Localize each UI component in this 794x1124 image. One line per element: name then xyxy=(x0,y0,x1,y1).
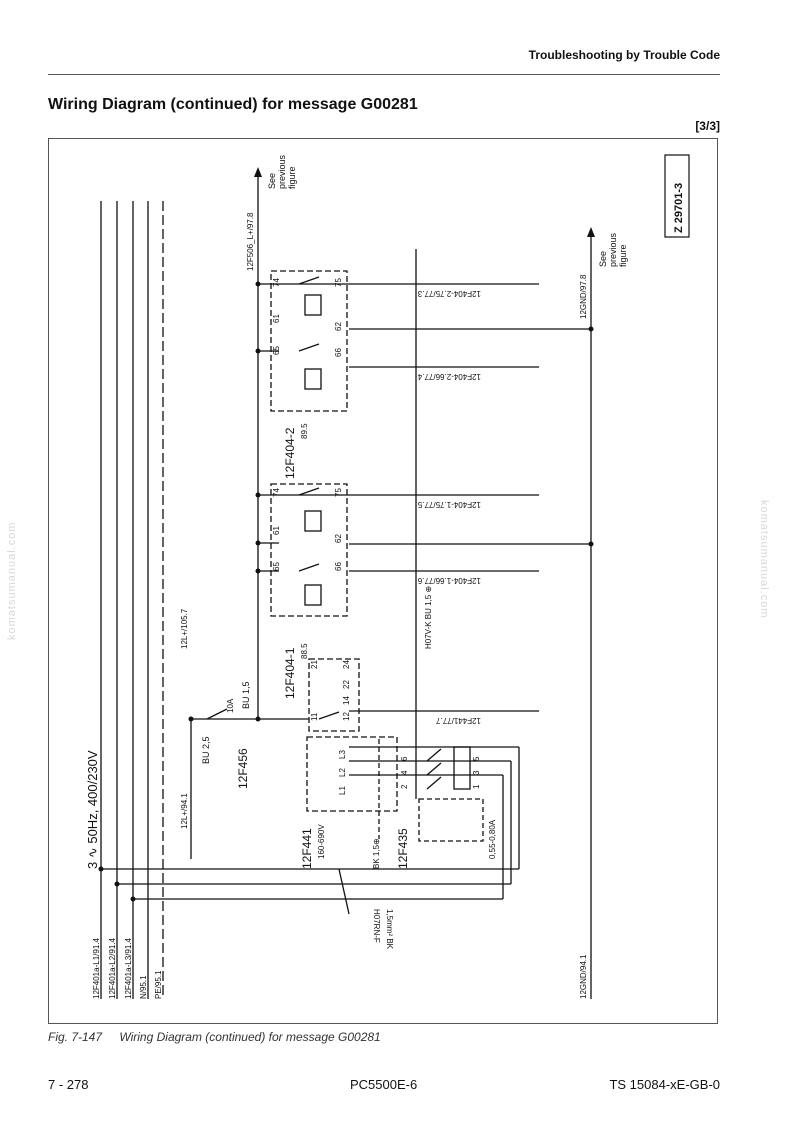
terminal-1: 1 xyxy=(472,784,481,789)
terminal-11: 11 xyxy=(310,712,319,721)
header-rule xyxy=(48,74,720,75)
breaker-range: 0,55-0,80A xyxy=(488,819,497,859)
terminal-l1: L1 xyxy=(338,786,347,795)
cable-h07vk: H07V-K BU 1,5 ⊕ xyxy=(424,586,433,649)
conn-gnd-top: 12GND/97.8 xyxy=(579,274,588,319)
output-3: 12F404-1.75/77.5 xyxy=(417,500,481,509)
terminal-62b: 62 xyxy=(334,534,343,543)
device-f404-2-ref: 89.5 xyxy=(300,423,309,439)
page-count: [3/3] xyxy=(695,119,720,133)
rail-l3: 12F401a-L3/91.4 xyxy=(124,938,133,999)
cable-bu25: BU 2,5 xyxy=(201,736,211,764)
cable-bu15: BU 1,5 xyxy=(241,681,251,709)
device-f441: 12F441 xyxy=(300,828,314,869)
device-f435: 12F435 xyxy=(396,828,410,869)
rating-10a: 10A xyxy=(226,698,235,713)
watermark-right: komatsumanual.com xyxy=(758,500,770,619)
terminal-l2: L2 xyxy=(338,768,347,777)
figure-caption-text: Wiring Diagram (continued) for message G… xyxy=(119,1030,381,1044)
device-f404-1-ref: 88.5 xyxy=(300,643,309,659)
conn-l-bottom: 12L+/94.1 xyxy=(180,793,189,829)
rail-n: N/95.1 xyxy=(139,975,148,999)
terminal-74b: 74 xyxy=(272,488,281,497)
terminal-14: 14 xyxy=(342,696,351,705)
terminal-3: 3 xyxy=(472,770,481,775)
see-previous-top-1: See xyxy=(267,173,277,189)
output-2: 12F404-2.66/77.4 xyxy=(417,372,481,381)
section-header: Troubleshooting by Trouble Code xyxy=(528,48,720,62)
terminal-75b: 75 xyxy=(334,488,343,497)
terminal-5: 5 xyxy=(472,756,481,761)
terminal-66b: 66 xyxy=(334,562,343,571)
terminal-65a: 65 xyxy=(272,346,281,355)
footer-model: PC5500E-6 xyxy=(350,1077,418,1092)
device-f404-2: 12F404-2 xyxy=(283,427,297,479)
output-4: 12F404-1.66/77.6 xyxy=(417,576,481,585)
device-f404-1: 12F404-1 xyxy=(283,647,297,699)
terminal-2: 2 xyxy=(400,784,409,789)
rail-l1: 12F401a-L1/91.4 xyxy=(92,938,101,999)
footer-doc-id: TS 15084-xE-GB-0 xyxy=(609,1077,720,1092)
figure-caption: Fig. 7-147 Wiring Diagram (continued) fo… xyxy=(48,1030,381,1044)
rail-l2: 12F401a-L2/91.4 xyxy=(108,938,117,999)
page-title: Wiring Diagram (continued) for message G… xyxy=(48,96,418,113)
output-5: 12F441/77.7 xyxy=(436,716,481,725)
terminal-24: 24 xyxy=(342,660,351,669)
wiring-diagram-svg: Z 29701-3 See previous figure See previo… xyxy=(85,154,690,999)
terminal-74a: 74 xyxy=(272,278,281,287)
see-previous-gnd-2: previous xyxy=(608,232,618,267)
conn-l-top: 12L+/105.7 xyxy=(180,608,189,649)
see-previous-top-3: figure xyxy=(287,166,297,189)
terminal-4: 4 xyxy=(400,770,409,775)
cable-h07rn-size: 1,5mm² BK xyxy=(385,909,394,950)
terminal-61b: 61 xyxy=(272,526,281,535)
conn-top: 12F506_L+/97.8 xyxy=(246,212,255,271)
diagram-id: Z 29701-3 xyxy=(673,183,685,233)
figure-number: Fig. 7-147 xyxy=(48,1030,103,1044)
see-previous-gnd-3: figure xyxy=(618,244,628,267)
cable-h07rn: H07RN-F xyxy=(372,909,381,943)
supply-label: 3 ∿ 50Hz, 400/230V xyxy=(85,750,100,869)
terminal-62a: 62 xyxy=(334,322,343,331)
device-f456: 12F456 xyxy=(236,748,250,789)
wiring-diagram: Z 29701-3 See previous figure See previo… xyxy=(48,138,718,1024)
device-f441-range: 160-690V xyxy=(317,824,326,859)
rail-pe: PE/95.1 xyxy=(154,970,163,999)
watermark-left: komatsumanual.com xyxy=(6,521,18,641)
cable-bk: BK 1,5⊕ xyxy=(372,838,381,869)
terminal-66a: 66 xyxy=(334,348,343,357)
terminal-l3: L3 xyxy=(338,750,347,759)
see-previous-top-2: previous xyxy=(277,154,287,189)
see-previous-gnd-1: See xyxy=(598,251,608,267)
terminal-75a: 75 xyxy=(334,278,343,287)
terminal-6: 6 xyxy=(400,756,409,761)
terminal-65b: 65 xyxy=(272,562,281,571)
footer-page-number: 7 - 278 xyxy=(48,1077,89,1092)
terminal-22: 22 xyxy=(342,680,351,689)
conn-gnd-bottom: 12GND/94.1 xyxy=(579,954,588,999)
terminal-21: 21 xyxy=(310,660,319,669)
terminal-61a: 61 xyxy=(272,314,281,323)
terminal-12: 12 xyxy=(342,712,351,721)
output-1: 12F404-2.75/77.3 xyxy=(417,289,481,298)
